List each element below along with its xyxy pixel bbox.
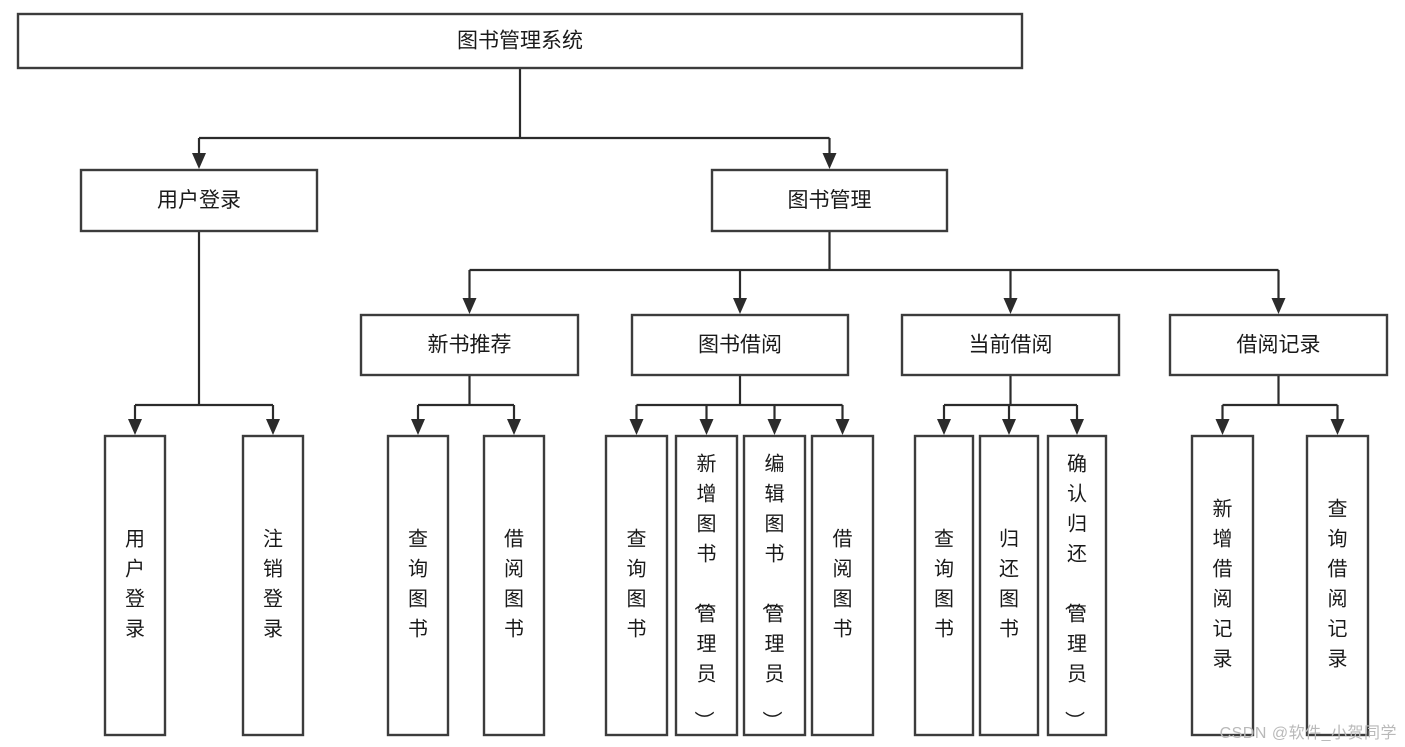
node-label: 借阅图书 (504, 528, 524, 641)
node-label: 用户登录 (125, 529, 145, 641)
arrow-head-icon (1271, 298, 1286, 314)
node-label: 新增借阅记录 (1213, 498, 1233, 671)
arrow-head-icon (1330, 419, 1345, 435)
node-label: 查询图书 (627, 528, 647, 641)
node-leaf-record-query[interactable]: 查询借阅记录 (1305, 434, 1370, 737)
node-box[interactable] (79, 168, 319, 233)
arrow-head-icon (1003, 298, 1018, 314)
node-leaf-current-confirm-return[interactable]: 确认归还（管理员） (1046, 434, 1108, 737)
node-box[interactable] (1046, 434, 1108, 737)
node-label: 注销登录 (263, 528, 283, 641)
connector-group-user-login (128, 231, 280, 435)
arrow-head-icon (1215, 419, 1230, 435)
node-label: 图书管理系统 (457, 30, 583, 53)
node-label: 编辑图书（管理员） (760, 453, 785, 731)
arrow-head-icon (1070, 419, 1084, 435)
node-user-login[interactable]: 用户登录 (79, 168, 319, 233)
node-box[interactable] (482, 434, 546, 737)
node-book-manage[interactable]: 图书管理 (710, 168, 949, 233)
arrow-head-icon (822, 153, 837, 169)
node-borrow-record[interactable]: 借阅记录 (1168, 313, 1389, 377)
node-label: 查询图书 (408, 528, 428, 641)
node-layer: 图书管理系统用户登录图书管理新书推荐图书借阅当前借阅借阅记录用户登录注销登录查询… (16, 12, 1389, 737)
connector-group-book-borrow (629, 375, 850, 435)
node-book-borrow[interactable]: 图书借阅 (630, 313, 850, 377)
node-label: 当前借阅 (969, 334, 1053, 357)
watermark-label: CSDN @软件_小贺同学 (1219, 725, 1397, 742)
node-box[interactable] (359, 313, 580, 377)
node-label: 查询图书 (934, 528, 954, 641)
connector-group-new-book-recommend (411, 375, 521, 435)
node-box[interactable] (386, 434, 450, 737)
node-label: 确认归还（管理员） (1062, 453, 1087, 731)
node-box[interactable] (630, 313, 850, 377)
arrow-head-icon (629, 419, 644, 435)
node-label: 用户登录 (157, 189, 241, 212)
connector-group-current-borrow (937, 375, 1084, 435)
node-label: 借阅图书 (833, 528, 853, 641)
arrow-head-icon (266, 419, 280, 435)
node-label: 新增图书（管理员） (692, 453, 717, 731)
arrow-head-icon (192, 153, 206, 169)
connector-group-borrow-record (1215, 375, 1345, 435)
node-box[interactable] (710, 168, 949, 233)
node-box[interactable] (900, 313, 1121, 377)
arrow-head-icon (1002, 419, 1016, 435)
node-box[interactable] (103, 434, 167, 737)
arrow-head-icon (835, 419, 850, 435)
node-leaf-borrow-edit-book[interactable]: 编辑图书（管理员） (742, 434, 807, 737)
arrow-head-icon (767, 419, 782, 435)
node-leaf-user-login[interactable]: 用户登录 (103, 434, 167, 737)
node-current-borrow[interactable]: 当前借阅 (900, 313, 1121, 377)
node-label: 新书推荐 (428, 334, 512, 357)
arrow-head-icon (507, 419, 521, 435)
node-box[interactable] (1190, 434, 1255, 737)
node-root[interactable]: 图书管理系统 (16, 12, 1024, 70)
node-leaf-current-return-book[interactable]: 归还图书 (978, 434, 1040, 737)
node-leaf-record-add[interactable]: 新增借阅记录 (1190, 434, 1255, 737)
node-label: 图书管理 (788, 189, 872, 212)
node-box[interactable] (674, 434, 739, 737)
node-label: 图书借阅 (698, 334, 782, 357)
arrow-head-icon (699, 419, 714, 435)
connector-layer (128, 68, 1345, 435)
arrow-head-icon (411, 419, 425, 435)
arrow-head-icon (937, 419, 951, 435)
node-leaf-user-logout[interactable]: 注销登录 (241, 434, 305, 737)
node-label: 查询借阅记录 (1328, 498, 1348, 671)
node-box[interactable] (16, 12, 1024, 70)
node-leaf-rec-borrow-book[interactable]: 借阅图书 (482, 434, 546, 737)
node-box[interactable] (810, 434, 875, 737)
arrow-head-icon (733, 298, 747, 314)
node-box[interactable] (1305, 434, 1370, 737)
node-box[interactable] (241, 434, 305, 737)
node-box[interactable] (1168, 313, 1389, 377)
node-leaf-current-query-book[interactable]: 查询图书 (913, 434, 975, 737)
node-label: 借阅记录 (1237, 334, 1321, 357)
node-box[interactable] (742, 434, 807, 737)
connector-group-root (192, 68, 837, 169)
node-leaf-borrow-borrow-book[interactable]: 借阅图书 (810, 434, 875, 737)
node-box[interactable] (604, 434, 669, 737)
arrow-head-icon (128, 419, 142, 435)
node-leaf-borrow-query-book[interactable]: 查询图书 (604, 434, 669, 737)
node-new-book-recommend[interactable]: 新书推荐 (359, 313, 580, 377)
arrow-head-icon (462, 298, 477, 314)
node-leaf-borrow-add-book[interactable]: 新增图书（管理员） (674, 434, 739, 737)
node-box[interactable] (978, 434, 1040, 737)
connector-group-book-manage (462, 231, 1286, 314)
node-leaf-rec-query-book[interactable]: 查询图书 (386, 434, 450, 737)
node-box[interactable] (913, 434, 975, 737)
node-label: 归还图书 (999, 528, 1019, 641)
